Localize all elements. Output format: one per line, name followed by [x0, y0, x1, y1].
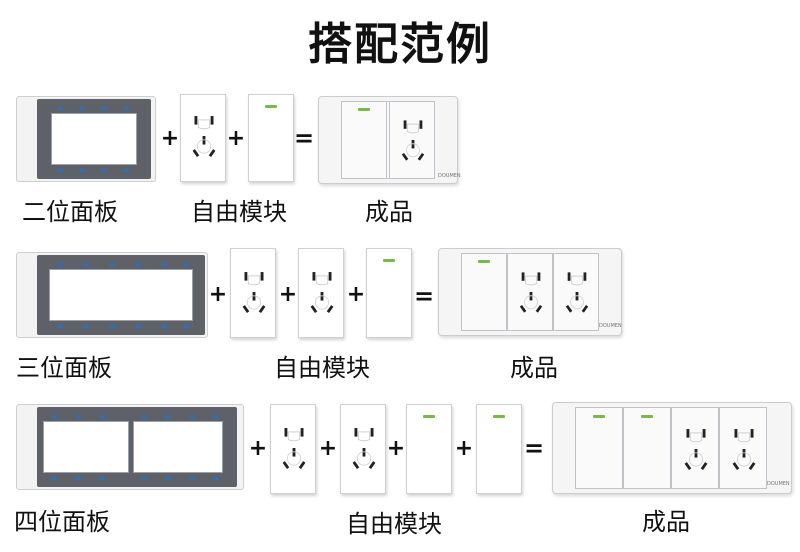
socket-icon: [394, 112, 432, 168]
two-gang-product: DOUMEN: [318, 96, 461, 184]
indicator-led: [423, 415, 435, 418]
socket-module: [270, 404, 316, 494]
frame-label: 四位面板: [14, 508, 110, 536]
socket-icon: [725, 420, 763, 478]
product-label: 成品: [365, 198, 413, 226]
three-gang-product: DOUMEN: [438, 248, 622, 336]
socket-icon: [275, 419, 313, 477]
plus-sign: +: [226, 126, 246, 151]
switch-module: [406, 404, 452, 494]
modules-label: 自由模块: [191, 198, 287, 226]
socket-icon: [512, 264, 550, 320]
switch-module: [248, 94, 294, 182]
equals-sign: =: [414, 282, 435, 310]
equals-sign: =: [524, 434, 545, 462]
switch-module: [366, 248, 412, 338]
product-label: 成品: [510, 354, 558, 382]
plus-sign: +: [454, 436, 474, 461]
socket-icon: [185, 107, 223, 165]
product-label: 成品: [642, 508, 690, 536]
four-gang-frame: [16, 404, 244, 490]
plus-sign: +: [318, 436, 338, 461]
two-gang-frame: [16, 96, 156, 182]
socket-module: [180, 94, 226, 182]
socket-module: [230, 248, 276, 338]
frame-label: 三位面板: [16, 354, 112, 382]
brand-mark: DOUMEN: [599, 323, 622, 329]
plus-sign: +: [278, 282, 298, 307]
modules-label: 自由模块: [346, 510, 442, 538]
brand-mark: DOUMEN: [438, 173, 461, 179]
indicator-led: [493, 415, 505, 418]
indicator-led: [265, 105, 277, 108]
socket-module: [298, 248, 344, 338]
plus-sign: +: [386, 436, 406, 461]
switch-module: [476, 404, 522, 494]
socket-icon: [303, 263, 341, 321]
socket-icon: [235, 263, 273, 321]
plus-sign: +: [248, 436, 268, 461]
plus-sign: +: [208, 282, 228, 307]
equals-sign: =: [294, 124, 315, 152]
page-title: 搭配范例: [308, 19, 492, 70]
brand-mark: DOUMEN: [767, 481, 790, 487]
three-gang-frame: [16, 252, 208, 338]
socket-module: [340, 404, 386, 494]
plus-sign: +: [160, 126, 180, 151]
frame-label: 二位面板: [22, 198, 118, 226]
modules-label: 自由模块: [274, 354, 370, 382]
socket-icon: [345, 419, 383, 477]
four-gang-product: DOUMEN: [552, 402, 792, 494]
socket-icon: [677, 420, 715, 478]
indicator-led: [383, 259, 395, 262]
plus-sign: +: [346, 282, 366, 307]
socket-icon: [558, 264, 596, 320]
